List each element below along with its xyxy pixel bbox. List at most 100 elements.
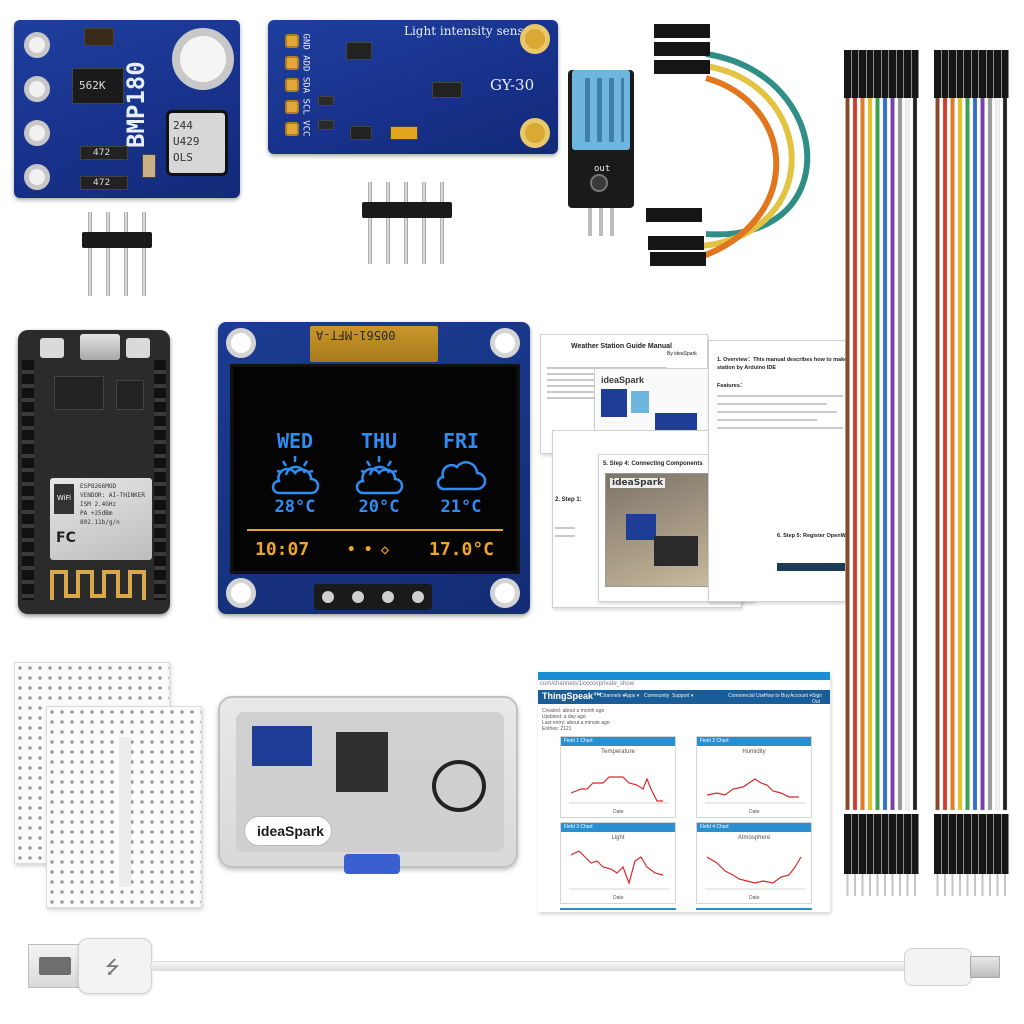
- dupont-pin: [996, 874, 999, 896]
- sun-cloud-icon: [271, 456, 320, 495]
- dupont-connector: [994, 814, 1001, 874]
- sensor-code-3: OLS: [173, 151, 193, 164]
- box-latch: [344, 854, 400, 874]
- dupont-connector: [866, 50, 874, 98]
- dupont-pin: [906, 874, 909, 896]
- dht-mount-hole: [590, 174, 608, 192]
- oled-current-temp: 17.0°C: [429, 539, 495, 560]
- jumper-wire: [950, 93, 955, 811]
- ts-brand[interactable]: ThingSpeak™: [542, 691, 603, 701]
- dupont-pin: [891, 874, 894, 896]
- light-sensor-chip: [432, 82, 462, 98]
- ts-card-header: Field 3 Chart: [561, 823, 675, 832]
- box-module: [336, 732, 388, 792]
- gy30-title: Light intensity sensor: [404, 24, 537, 38]
- dupont-connector: [949, 50, 956, 98]
- box-wire: [432, 760, 486, 812]
- pin-header-5: [362, 182, 452, 266]
- dupont-connector: [964, 814, 971, 874]
- dupont-pin: [966, 874, 969, 896]
- mount-hole: [490, 328, 520, 358]
- oled-divider: [247, 529, 503, 531]
- dupont-connector: [949, 814, 956, 874]
- dupont-pin: [951, 874, 954, 896]
- dupont-connector: [964, 50, 971, 98]
- oled-temp: 21°C: [440, 497, 482, 517]
- dupont-pin: [854, 874, 856, 896]
- dupont-pin: [876, 874, 879, 896]
- ts-axis-label: Date: [613, 895, 624, 901]
- oled-pin-header: [314, 584, 432, 610]
- chip-line: ISM 2.4GHz: [80, 501, 117, 508]
- jumper-wire: [942, 93, 948, 811]
- nav-channels[interactable]: Channels ▾: [600, 693, 626, 699]
- ts-meta: Entries: 2121: [542, 726, 572, 732]
- ts-topbar: [538, 672, 830, 680]
- nav-apps[interactable]: Apps ▾: [624, 693, 640, 699]
- breadboard-channel: [119, 737, 131, 887]
- ts-chart-line: [569, 850, 669, 890]
- nav-how-to-buy[interactable]: How to Buy: [764, 693, 790, 699]
- cloud-icon: [436, 461, 487, 491]
- jumper-wire: [980, 93, 985, 811]
- ts-card-header-text: Field 1 Chart: [564, 738, 593, 744]
- dupont-connector: [904, 50, 911, 98]
- sensor-chip: 244 U429 OLS: [166, 110, 228, 176]
- dupont-connector: [911, 50, 919, 98]
- ts-url: com/channels/1xxxxx/private_show: [540, 681, 635, 687]
- module-image: [655, 413, 697, 433]
- usb-a-connector: [28, 944, 80, 988]
- mount-hole: [520, 118, 550, 148]
- jumper-wire-loop: [646, 24, 811, 266]
- mount-hole: [520, 24, 550, 54]
- dupont-pin: [1004, 874, 1006, 896]
- micro-usb-port: [80, 334, 120, 360]
- dupont-connector: [866, 814, 874, 874]
- transistor: [350, 126, 372, 140]
- sensor-code-2: U429: [173, 135, 200, 148]
- dupont-connector: [934, 50, 941, 98]
- nav-sign-out[interactable]: Sign Out: [812, 693, 823, 705]
- nav-community[interactable]: Community: [644, 693, 670, 699]
- jumper-wire: [882, 93, 888, 811]
- ts-chart-card: Field 1 Chart Temperature Date: [560, 736, 676, 818]
- nav-support[interactable]: Support ▾: [672, 693, 694, 699]
- ts-axis-label: Date: [749, 809, 760, 815]
- oled-time: 10:07: [255, 539, 310, 560]
- dupont-connector: [889, 50, 896, 98]
- reset-button[interactable]: [126, 338, 150, 358]
- box-contents: ideaSpark: [236, 712, 504, 852]
- nav-commercial[interactable]: Commercial Use: [728, 693, 765, 699]
- ts-chart-title: Atmosphere: [737, 835, 771, 841]
- dupont-connector: [851, 814, 859, 874]
- dupont-connector: [904, 814, 911, 874]
- dupont-connector: [956, 50, 964, 98]
- nav-account[interactable]: Account ▾: [790, 693, 812, 699]
- micro-usb-connector: [970, 956, 1000, 978]
- ts-chart-title: Humidity: [742, 749, 766, 755]
- bmp180-module: 562K 244 U429 OLS BMP180 472 472: [14, 20, 240, 198]
- ts-card-header: Field 2 Chart: [697, 737, 811, 746]
- jumper-wire: [845, 93, 850, 811]
- flash-button[interactable]: [40, 338, 64, 358]
- dupont-connector: [896, 50, 904, 98]
- jumper-wire: [935, 93, 940, 811]
- esp-chip-lines: ESP8266MOD VENDOR: AI-THINKER ISM 2.4GHz…: [80, 482, 150, 527]
- dupont-connector: [941, 50, 949, 98]
- dht-sensor-module: out: [568, 70, 634, 236]
- dupont-connector: [889, 814, 896, 874]
- chip-line: PA +25dBm: [80, 510, 113, 517]
- ts-chart-line: [705, 778, 805, 804]
- dupont-connector: [874, 814, 881, 874]
- jumper-wire: [995, 93, 1000, 811]
- usb-icon: ⭍: [105, 957, 120, 978]
- mini-breadboard: [46, 706, 202, 908]
- dupont-pin: [974, 874, 976, 896]
- oled-day: THU: [360, 429, 398, 453]
- ts-card-header-text: Field 2 Chart: [700, 738, 729, 744]
- nodemcu-board: WiFi FC ESP8266MOD VENDOR: AI-THINKER IS…: [18, 330, 170, 614]
- capacitor: [390, 126, 418, 140]
- gy30-module: GND ADD SDA SCL VCC Light intensity sens…: [268, 20, 558, 154]
- oled-day: FRI: [442, 429, 480, 453]
- oled-screen: WED THU FRI 28°C 20°C 21°: [230, 364, 520, 574]
